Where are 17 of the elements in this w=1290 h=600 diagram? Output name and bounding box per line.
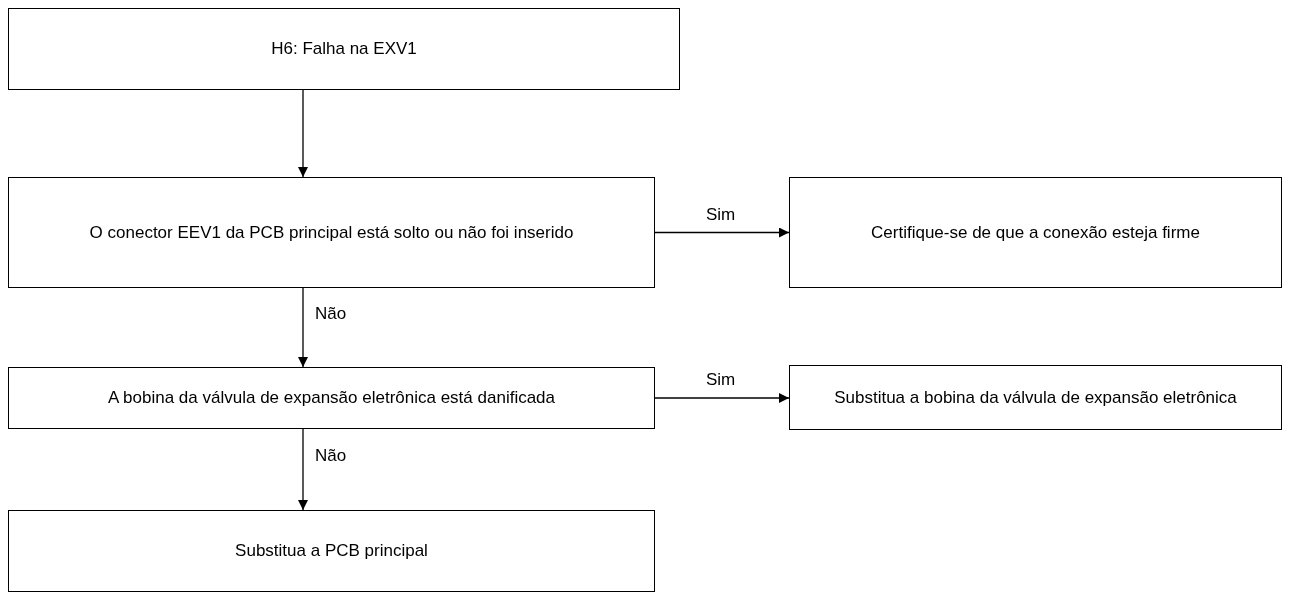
process-box	[8, 177, 655, 288]
box-text: A bobina da válvula de expansão eletrônica está danificada	[107, 387, 555, 409]
process-box	[8, 8, 680, 90]
process-box	[8, 367, 655, 429]
arrow	[298, 428, 308, 511]
box-text: Certifique-se de que a conexão esteja firme	[871, 221, 1200, 244]
box-text: Substitua a bobina da válvula de expansão eletrônica	[834, 386, 1237, 409]
process-box	[8, 510, 655, 592]
process-box	[789, 365, 1282, 430]
box-text: H6: Falha na EXV1	[271, 38, 417, 60]
arrow	[298, 287, 308, 368]
arrow	[654, 393, 790, 403]
arrow	[298, 89, 308, 178]
box-text: Substitua a PCB principal	[235, 540, 428, 562]
box-text: O conector EEV1 da PCB principal está solto ou não foi inserido	[89, 221, 574, 244]
arrow	[654, 227, 790, 238]
process-box	[789, 177, 1282, 288]
